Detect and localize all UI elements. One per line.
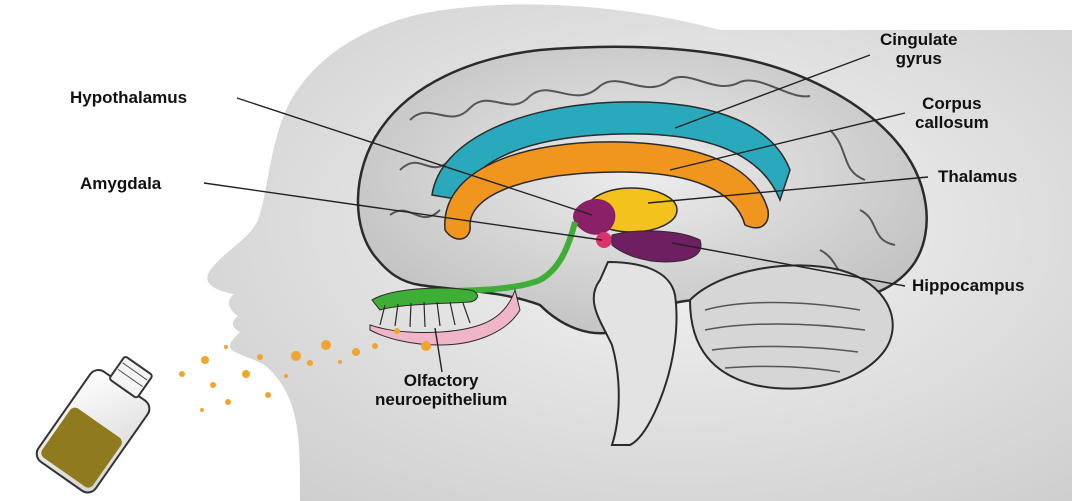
hypothalamus-label: Hypothalamus [70,88,187,107]
essential-oil-bottle-icon [33,346,168,497]
hippocampus-label: Hippocampus [912,276,1024,295]
amygdala-label: Amygdala [80,174,161,193]
corpus-callosum-label: Corpus callosum [915,94,989,132]
olfactory-neuroepithelium-label: Olfactory neuroepithelium [375,371,507,409]
cingulate-gyrus-label: Cingulate gyrus [880,30,957,68]
thalamus-label: Thalamus [938,167,1017,186]
